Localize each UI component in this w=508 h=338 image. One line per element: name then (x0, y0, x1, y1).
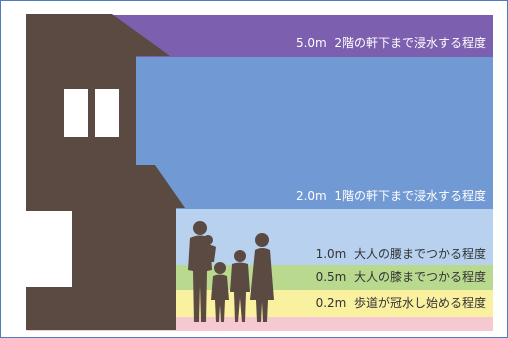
level-label-05m: 0.5m 大人の膝までつかる程度 (316, 270, 486, 284)
level-depth: 1.0m (315, 247, 347, 261)
mother-figure (250, 233, 274, 322)
level-description: 大人の膝までつかる程度 (353, 270, 486, 284)
house-door-opening (26, 211, 72, 287)
level-description: 大人の腰までつかる程度 (353, 247, 486, 261)
house-window (64, 89, 119, 137)
level-depth: 0.5m (315, 270, 347, 284)
level-label-1m: 1.0m 大人の腰までつかる程度 (316, 247, 486, 261)
level-description: 1階の軒下まで浸水する程度 (334, 189, 486, 203)
baby-figure (203, 235, 216, 262)
level-depth: 2.0m (295, 189, 327, 203)
child-figure-2 (230, 250, 250, 322)
level-label-5m: 5.0m 2階の軒下まで浸水する程度 (296, 36, 486, 50)
level-label-2m: 2.0m 1階の軒下まで浸水する程度 (296, 189, 486, 203)
family-silhouette (188, 221, 274, 322)
level-depth: 0.2m (315, 296, 347, 310)
level-description: 2階の軒下まで浸水する程度 (334, 36, 486, 50)
level-description: 歩道が冠水し始める程度 (353, 296, 486, 310)
level-depth: 5.0m (295, 36, 327, 50)
child-figure-1 (211, 262, 229, 322)
level-label-02m: 0.2m 歩道が冠水し始める程度 (316, 296, 486, 310)
